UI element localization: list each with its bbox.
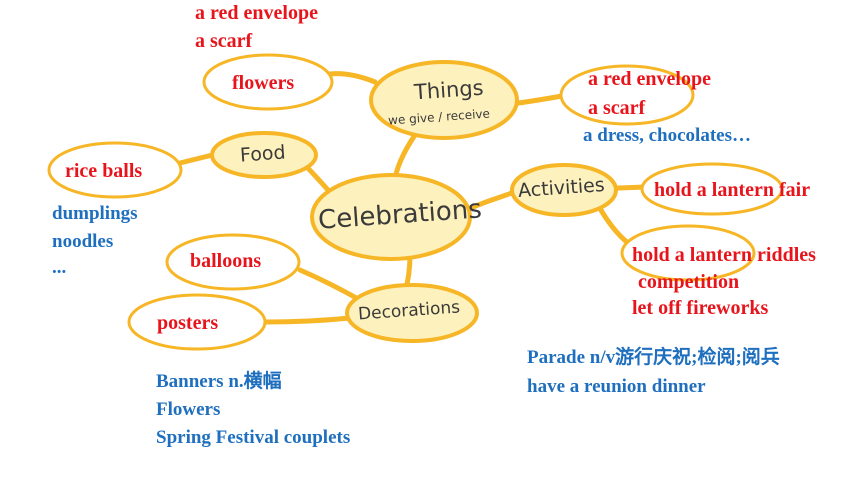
balloons-leaf: balloons <box>190 250 262 272</box>
posters-ellipse <box>127 293 267 351</box>
flowers-ellipse <box>202 53 334 111</box>
balloons-ellipse <box>165 233 301 291</box>
envelope-leaf: a red envelope <box>588 68 711 90</box>
lantern-fair-ellipse <box>640 162 784 216</box>
scarf-leaf: a scarf <box>588 97 646 119</box>
decor-extra-1: Banners n.横幅 <box>156 371 282 392</box>
food-label: Food <box>239 141 287 167</box>
link-decorations-posters <box>262 315 353 325</box>
activities-ellipse <box>510 163 618 217</box>
envelope-ellipse <box>559 64 695 126</box>
food-extra-1: dumplings <box>52 203 138 224</box>
decor-extra-3: Spring Festival couplets <box>156 427 351 448</box>
competition-leaf: competition <box>638 271 740 293</box>
lantern-fair-leaf: hold a lantern fair <box>654 179 811 201</box>
flowers-leaf: flowers <box>232 72 295 94</box>
food-ellipse <box>210 131 318 179</box>
rice-balls-leaf: rice balls <box>65 160 143 182</box>
rice-balls-ellipse <box>47 141 183 199</box>
lantern-riddles-ellipse <box>620 224 756 282</box>
things-ellipse <box>369 60 519 140</box>
center-ellipse <box>310 173 472 261</box>
link-decorations-balloons <box>297 267 363 303</box>
things-label: Things <box>413 75 485 105</box>
link-things-flowers <box>327 71 378 85</box>
link-activities-riddles <box>595 202 631 246</box>
food-extra-3: ... <box>52 257 67 278</box>
activity-extra-2: have a reunion dinner <box>527 376 706 397</box>
things-extra-note: a dress, chocolates… <box>583 125 751 146</box>
top-left-note-1: a red envelope <box>195 2 318 24</box>
fireworks-leaf: let off fireworks <box>632 297 769 319</box>
top-left-note-2: a scarf <box>195 30 253 52</box>
link-things-envelope <box>509 93 565 107</box>
posters-leaf: posters <box>157 312 219 334</box>
food-extra-2: noodles <box>52 231 114 252</box>
decorations-ellipse <box>345 283 479 343</box>
activity-extra-1: Parade n/v游行庆祝;检阅;阅兵 <box>527 347 780 368</box>
decor-extra-2: Flowers <box>156 399 221 420</box>
lantern-riddles-leaf: hold a lantern riddles <box>632 244 816 266</box>
